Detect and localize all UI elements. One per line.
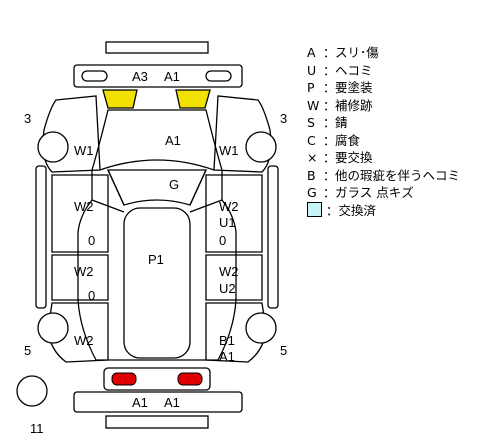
front-bumper-left-lamp [81,70,108,82]
legend-separator: ： [323,185,336,200]
right-front-door-u-label: U1 [219,215,236,230]
left-quarter-label: W2 [74,333,94,348]
left-sill [35,165,47,309]
left-front-door-label: W2 [74,199,94,214]
front-bumper [73,64,243,88]
front-bumper-right-lamp [205,70,232,82]
hood-label: A1 [165,133,181,148]
legend-swatch-row: ：交換済 [307,201,482,220]
roof-outline [123,207,191,359]
legend-code: U [307,62,317,78]
left-taillight [111,372,137,386]
left-fender-panel [42,95,101,173]
rear-bumper-a1-left-label: A1 [132,395,148,410]
legend-separator: ： [323,132,336,148]
rear-bumper [73,391,243,413]
rear-left-wheel-number: 5 [24,343,31,358]
right-fender-label: W1 [219,143,239,158]
right-front-door-w-label: W2 [219,199,239,214]
legend-text: 補修跡 [335,97,373,113]
rear-bumper-a1-right-label: A1 [164,395,180,410]
legend-separator: ： [323,97,336,113]
bottom-bar [105,415,209,429]
spare-tire-number: 11 [30,421,44,436]
legend-text: スリ･傷 [335,45,379,60]
legend-text: 他の瑕疵を伴うヘコミ [335,167,461,183]
legend-swatch-text: ：交換済 [326,202,377,218]
legend-separator: ： [323,62,336,78]
rear-lamp-housing [103,367,211,391]
legend-text: ガラス 点キズ [335,185,414,200]
hood-line [99,159,215,171]
legend-separator: ： [323,80,336,95]
legend-text: 要塗装 [335,80,373,95]
left-fender-label: W1 [74,143,94,158]
front-left-wheel [37,131,69,163]
legend-code: C [307,132,316,148]
left-rear-door-label: W2 [74,264,94,279]
replaced-color-swatch [307,201,322,217]
rear-right-wheel [245,312,277,344]
right-rear-door-w-label: W2 [219,264,239,279]
left-front-door-panel [51,174,109,253]
front-right-wheel [245,131,277,163]
legend-text: 錆 [335,115,348,130]
legend-row: C ：腐食 [307,132,482,150]
legend-row: G ：ガラス 点キズ [307,184,482,202]
rear-right-wheel-number: 5 [280,343,287,358]
legend-text: ヘコミ [335,62,373,78]
spare-tire [16,375,48,407]
right-quarter-a-label: A1 [219,349,235,364]
legend-row: P ：要塗装 [307,79,482,97]
front-right-wheel-number: 3 [280,111,287,126]
legend-row: U ：ヘコミ [307,62,482,80]
legend-code: × [307,150,318,165]
legend-row: A ：スリ･傷 [307,44,482,62]
windshield-label: G [169,177,179,192]
left-front-door-zero: 0 [88,233,95,248]
legend-text: 要交換 [335,150,373,165]
legend-row: B ：他の瑕疵を伴うヘコミ [307,167,482,185]
left-rear-door-panel [51,254,109,301]
right-sill [267,165,279,309]
damage-code-legend: A：スリ･傷 U：ヘコミ P：要塗装 W：補修跡 S：錆 C：腐食 ×：要交換 … [307,44,482,219]
front-left-wheel-number: 3 [24,111,31,126]
windshield-outline [106,169,208,206]
car-damage-diagram: A3 A1 A1 G P1 W1 W2 0 W2 0 W2 W1 W2 U1 0… [16,41,287,436]
front-bumper-a3-label: A3 [132,69,148,84]
top-bar [105,41,209,54]
legend-separator: ： [323,115,336,130]
legend-separator: ： [323,150,336,165]
rear-left-wheel [37,312,69,344]
legend-code: P [307,80,315,95]
right-rear-door-u-label: U2 [219,281,236,296]
legend-separator: ： [323,167,336,183]
roof-label: P1 [148,252,164,267]
legend-text: 腐食 [335,132,361,148]
right-rear-door-panel [205,254,263,301]
legend-code: S [307,115,315,130]
right-front-door-zero: 0 [219,233,226,248]
legend-code: W [307,97,320,113]
left-rear-door-zero: 0 [88,288,95,303]
left-headlight [102,89,138,109]
legend-row: S ：錆 [307,114,482,132]
front-bumper-a1-label: A1 [164,69,180,84]
legend-separator: ： [323,45,336,60]
legend-row: W：補修跡 [307,97,482,115]
legend-code: B [307,167,316,183]
right-front-door-panel [205,174,263,253]
legend-code: G [307,185,317,200]
legend-row: × ：要交換 [307,149,482,167]
body-outline [77,109,237,361]
right-fender-panel [213,95,272,173]
right-taillight [177,372,203,386]
right-headlight [175,89,211,109]
right-quarter-b-label: B1 [219,333,235,348]
legend-code: A [307,45,316,60]
